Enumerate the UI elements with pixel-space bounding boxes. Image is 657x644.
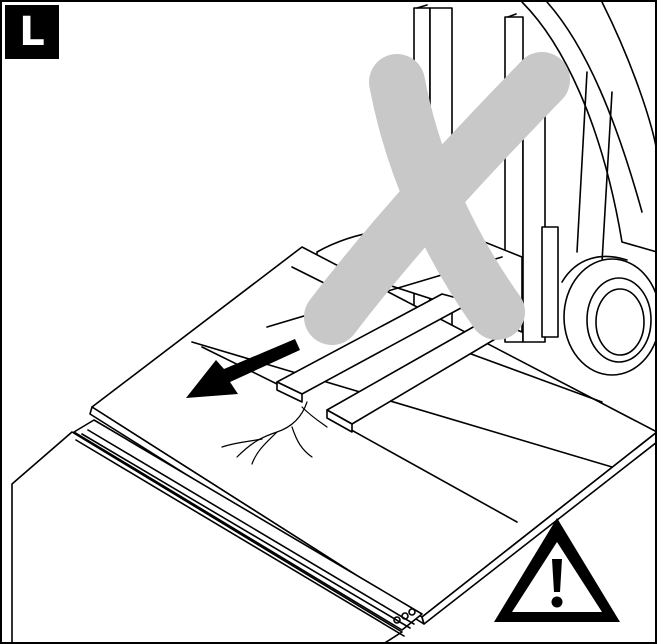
panel-label: L	[5, 5, 59, 59]
loading-ramp	[73, 246, 655, 637]
forklift-wheel	[561, 255, 655, 376]
x-cross-icon	[304, 52, 570, 345]
crack-mark	[221, 401, 328, 465]
forklift-forks	[276, 293, 508, 433]
warning-triangle-icon	[494, 518, 620, 622]
ground-ramp	[11, 431, 403, 642]
arrow-icon	[186, 339, 300, 398]
